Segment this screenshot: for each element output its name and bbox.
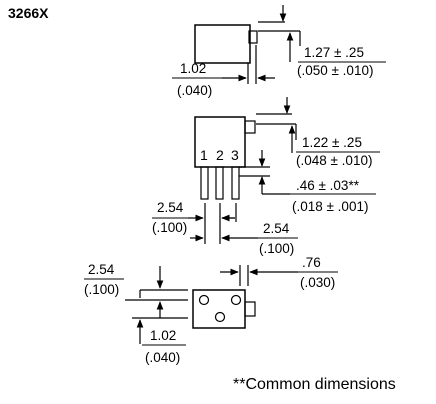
bottom-bottom-mm: 1.02 — [150, 328, 176, 343]
side-step-mm: 1.27 ± .25 — [304, 45, 364, 60]
side-view-adjust-screw — [248, 30, 258, 44]
bottom-left-in: (.100) — [84, 282, 119, 297]
bottom-top-mm: .76 — [302, 255, 321, 270]
bottom-pad-3 — [230, 294, 242, 306]
side-view — [172, 5, 301, 84]
pin-1-label: 1 — [200, 147, 208, 163]
bottom-view-screw — [244, 301, 256, 317]
pin-width-in: (.018 ± .001) — [292, 199, 368, 214]
bottom-bottom-in: (.040) — [145, 350, 180, 365]
bottom-top-in: (.030) — [300, 275, 335, 290]
pitch-left-mm: 2.54 — [157, 200, 184, 215]
pin-2-label: 2 — [216, 147, 224, 163]
part-number-title: 3266X — [8, 5, 49, 21]
bottom-view — [125, 265, 298, 344]
footnote: **Common dimensions — [233, 376, 396, 393]
pin-width-mm: .46 ± .03** — [296, 178, 360, 193]
bottom-pad-1 — [198, 294, 210, 306]
side-view-body — [194, 24, 251, 64]
pitch-left-in: (.100) — [152, 220, 187, 235]
pitch-right-in: (.100) — [259, 241, 294, 256]
pin-3-label: 3 — [231, 147, 239, 163]
front-step-mm: 1.22 ± .25 — [302, 135, 362, 150]
pin-1-lead — [200, 166, 209, 200]
front-step-in: (.048 ± .010) — [296, 153, 372, 168]
bottom-pad-2 — [214, 311, 226, 323]
pin-3-lead — [231, 166, 240, 200]
side-width-in: (.040) — [177, 83, 212, 98]
bottom-left-mm: 2.54 — [88, 262, 115, 277]
side-width-mm: 1.02 — [180, 61, 206, 76]
front-view — [152, 97, 298, 244]
side-step-in: (.050 ± .010) — [297, 63, 373, 78]
pitch-right-mm: 2.54 — [263, 221, 290, 236]
pin-2-lead — [215, 166, 224, 200]
front-view-screw — [244, 120, 256, 134]
